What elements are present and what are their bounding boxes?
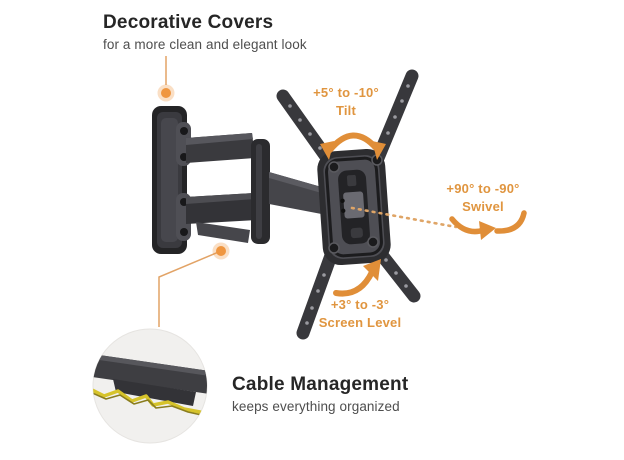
cable-management-callout: Cable Management keeps everything organi… [232, 374, 408, 414]
cable-management-title: Cable Management [232, 374, 409, 395]
screen-level-range: +3° to -3° [330, 297, 390, 312]
screen-level-label-text: Screen Level [318, 314, 402, 330]
forearm [269, 172, 332, 216]
cable-management-leader-line [158, 242, 230, 327]
cable-detail-circle [92, 328, 208, 444]
upper-arm [186, 133, 255, 163]
swivel-range: +90° to -90° [446, 181, 520, 196]
screen-level-callout: +3° to -3° Screen Level [300, 296, 420, 331]
lower-arm [186, 193, 257, 243]
arm-cross-section [93, 354, 207, 394]
decorative-covers-callout: Decorative Covers for a more clean and e… [103, 12, 307, 52]
cable-clip [196, 222, 250, 243]
vesa-plate [317, 148, 391, 266]
cable-management-subtitle: keeps everything organized [232, 398, 400, 414]
swivel-label-text: Swivel [462, 198, 504, 214]
cable-channel-lip [113, 379, 196, 406]
swivel-callout: +90° to -90° Swivel [428, 180, 538, 215]
wall-plate [152, 106, 191, 254]
swivel-arrow-icon [449, 210, 527, 240]
screen-level-arrow-icon [333, 259, 381, 297]
tilt-label-text: Tilt [335, 102, 357, 118]
decorative-covers-leader-line [157, 56, 175, 102]
tilt-range: +5° to -10° [313, 85, 379, 100]
decorative-covers-subtitle: for a more clean and elegant look [103, 36, 307, 52]
tilt-arrow-icon [320, 132, 386, 160]
decorative-covers-title: Decorative Covers [103, 12, 274, 33]
elbow-joint [251, 139, 270, 244]
arm-hole-dots [288, 84, 410, 325]
tilt-callout: +5° to -10° Tilt [296, 84, 396, 119]
